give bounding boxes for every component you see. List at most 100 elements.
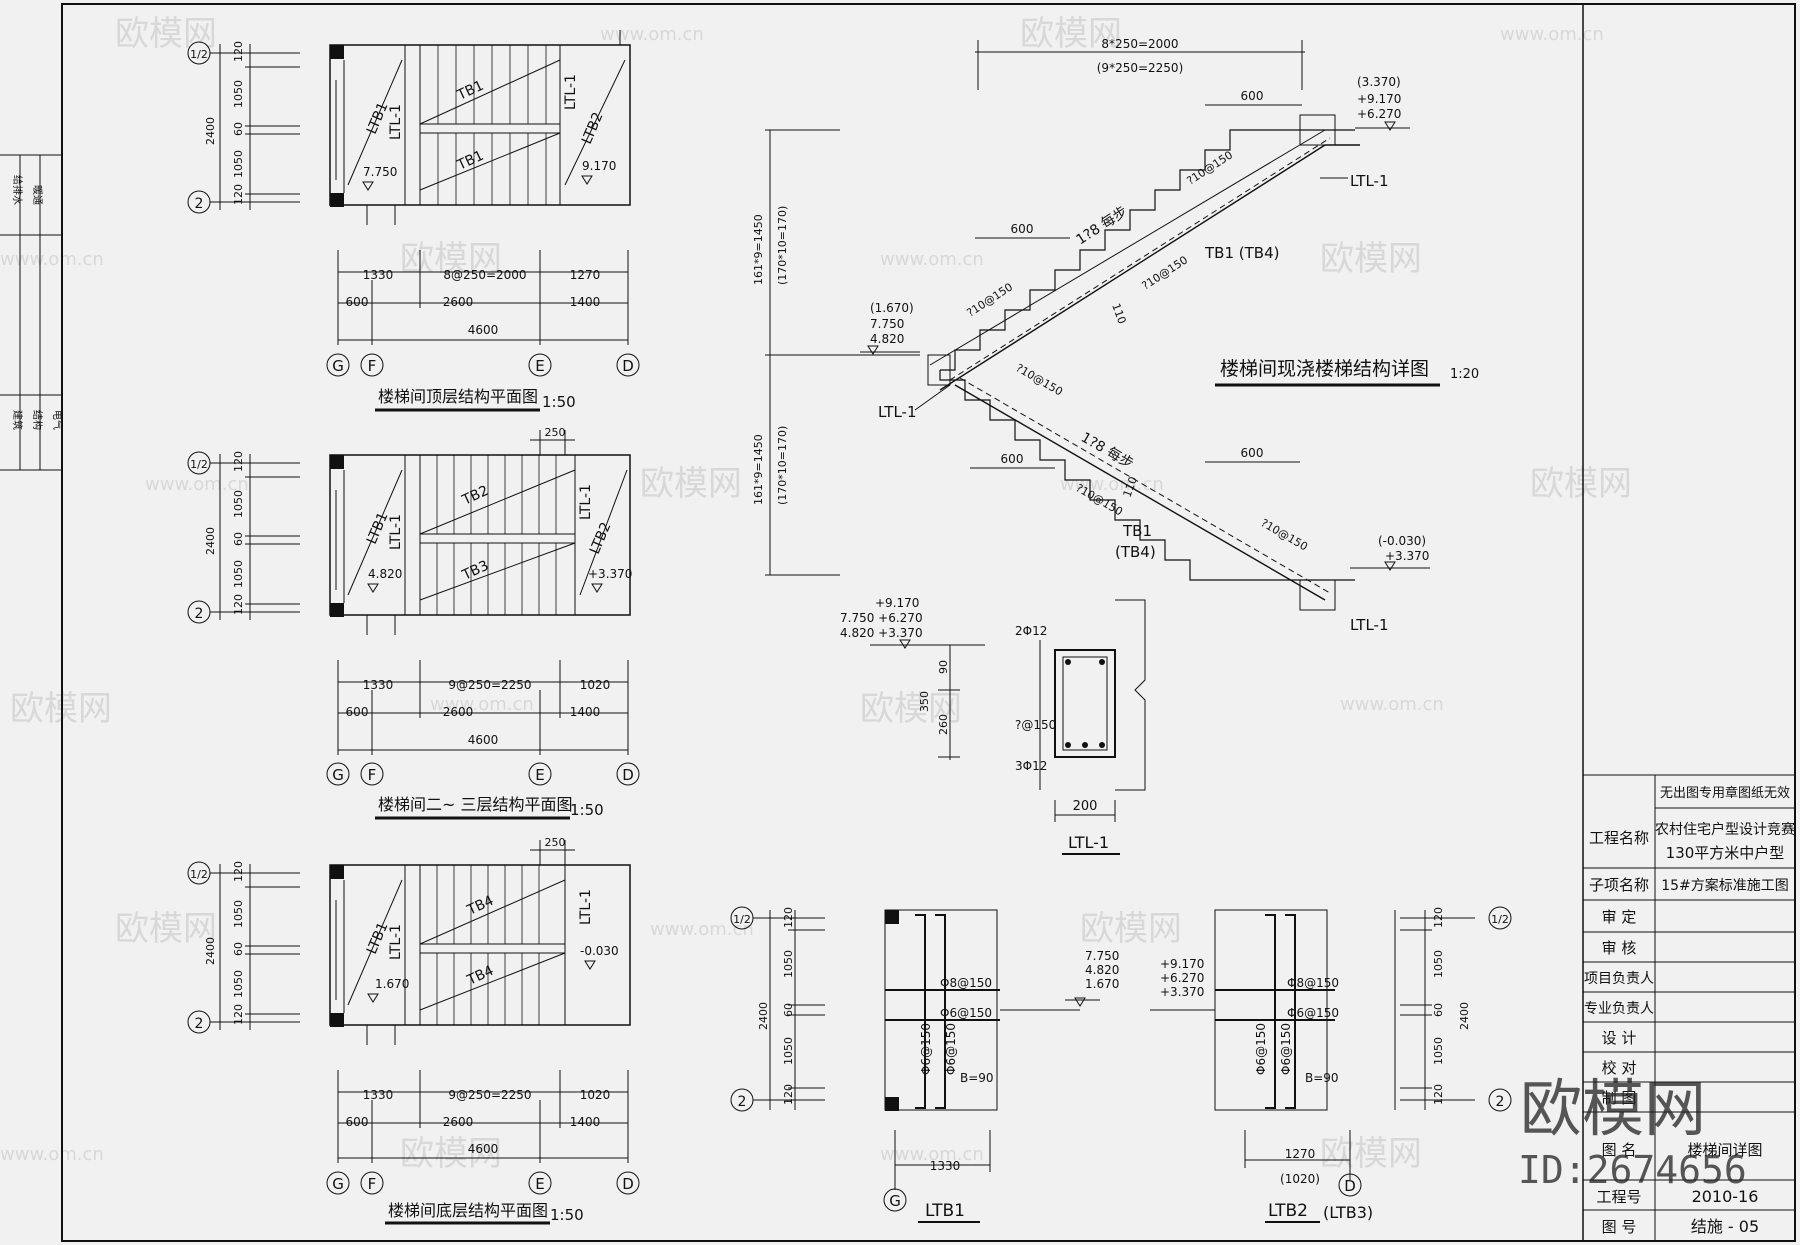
watermark-brand-large: 欧模网 [1520,1072,1706,1145]
member-label: LTL-1 [388,514,404,550]
rebar-note: ?@150 [1015,718,1056,732]
v-dim: 161*9=1450 [752,214,765,285]
tb-value: 楼梯间详图 [1687,1141,1762,1159]
axis-label: G [332,357,344,375]
tb-label: 图 名 [1602,1141,1637,1159]
axis-label: F [368,357,377,375]
v-dim: 1050 [1432,950,1445,978]
drawing-title: 楼梯间顶层结构平面图 [378,387,538,406]
elevation: 7.750 [363,165,397,179]
axis-label: 1/2 [190,48,208,61]
dim-text: 2600 [443,705,474,719]
drawing-title: 楼梯间底层结构平面图 [388,1201,548,1220]
axis-label: 1/2 [190,458,208,471]
elevation: 4.820 [368,567,402,581]
v-dim: 120 [232,41,245,62]
strip-label: 电气 [51,410,64,430]
elevation: 9.170 [582,159,616,173]
v-dim: 1050 [1432,1037,1445,1065]
rebar-note: 3Φ12 [1015,759,1047,773]
axis-label: F [368,766,377,784]
dim-text: 1400 [570,295,601,309]
rebar-note: Φ6@150 [944,1023,958,1075]
elevation: +6.270 [1357,107,1401,121]
dim-text: 600 [1241,446,1264,460]
v-dim: 1050 [232,150,245,178]
drawing-title: (LTB3) [1323,1203,1373,1222]
member-label: TB4 [464,893,496,919]
watermark-brand: 欧模网 [1080,909,1182,949]
dim-total: 4600 [468,733,499,747]
drawing-title: LTB2 [1268,1201,1308,1221]
axis-label: D [622,357,634,375]
dim-text: 2600 [443,1115,474,1129]
rebar-note: ?10@150 [1014,361,1065,398]
tb-role: 制 图 [1602,1089,1637,1107]
dim-text: 350 [918,691,931,712]
v-dim: (170*10=170) [776,206,789,285]
dim-text: (1020) [1280,1172,1320,1186]
dim-text: 600 [346,705,369,719]
watermark-brand: 欧模网 [115,909,217,949]
watermark-brand: 欧模网 [400,1134,502,1174]
dim-text: 250 [545,836,566,849]
ltl-detail: +9.170 7.750 +6.270 4.820 +3.370 90 260 … [840,596,1146,855]
v-dim: 60 [232,942,245,956]
v-total: 2400 [1458,1002,1471,1030]
axis-label: F [368,1175,377,1193]
strip-label: 结构 [31,410,44,430]
axis-label: 1/2 [1491,913,1509,926]
rebar-note: Φ6@150 [1254,1023,1268,1075]
member-label: LTL-1 [578,889,594,925]
member-label: LTL-1 [388,924,404,960]
dim-text: 1400 [570,705,601,719]
dim-text: 1330 [363,678,394,692]
dim-text: 1330 [363,268,394,282]
strip-label: 给排水 [11,175,24,205]
v-dim: (170*10=170) [776,426,789,505]
plan-mid: 1/2 2 120 1050 60 1050 120 2400 [187,426,640,820]
rebar-note: ?10@150 [1140,253,1191,292]
strip-label: 暖通 [31,185,44,205]
axis-label: G [889,1192,901,1210]
rebar-note: Φ6@150 [1279,1023,1293,1075]
dim-text: 1020 [580,678,611,692]
rebar-note: Φ8@150 [940,976,992,990]
watermark-brand: 欧模网 [860,689,962,729]
watermark-brand: 欧模网 [1320,239,1422,279]
width-note: B=90 [960,1071,994,1085]
dim-text: (9*250=2250) [1097,61,1184,75]
v-dim: 120 [1432,1084,1445,1105]
drawing-title: 楼梯间二~ 三层结构平面图 [378,795,573,814]
dim-text: 600 [346,1115,369,1129]
dim-text: 90 [937,660,950,674]
watermark-layer: 欧模网 欧模网 欧模网 欧模网 欧模网 欧模网 欧模网 欧模网 欧模网 欧模网 … [0,14,1632,1174]
axis-label: 2 [195,606,204,622]
dim-text: 600 [1001,452,1024,466]
axis-label: D [1344,1177,1356,1195]
elevation: +9.170 [875,596,919,610]
drawing-scale: 1:50 [542,393,576,411]
rebar-note: 1?8 每步 [1078,430,1136,473]
axis-label: 2 [195,196,204,212]
tb-role: 审 定 [1602,908,1637,926]
v-dim: 1050 [232,560,245,588]
watermark-brand: 欧模网 [640,464,742,504]
elevation: +6.270 [1160,971,1204,985]
v-dim: 1050 [782,950,795,978]
dim-text: 8*250=2000 [1101,37,1178,51]
member-label: LTL-1 [578,484,594,520]
tb-value: 农村住宅户型设计竞赛 [1655,821,1795,838]
ltb1-detail: 1/2 2 120 1050 60 1050 120 2400 Φ8@150 Φ… [730,906,1119,1223]
elevation: +3.370 [1160,985,1204,999]
v-dim: 1050 [232,900,245,928]
axis-label: 1/2 [190,868,208,881]
tb-value: 结施 - 05 [1691,1217,1759,1236]
v-dim: 120 [232,451,245,472]
rebar-note: 2Φ12 [1015,624,1047,638]
axis-label: D [622,766,634,784]
tb-value: 2010-16 [1692,1187,1759,1206]
v-dim: 60 [232,532,245,546]
slab-thickness: 110 [1109,302,1128,326]
rebar-note: Φ6@150 [919,1023,933,1075]
